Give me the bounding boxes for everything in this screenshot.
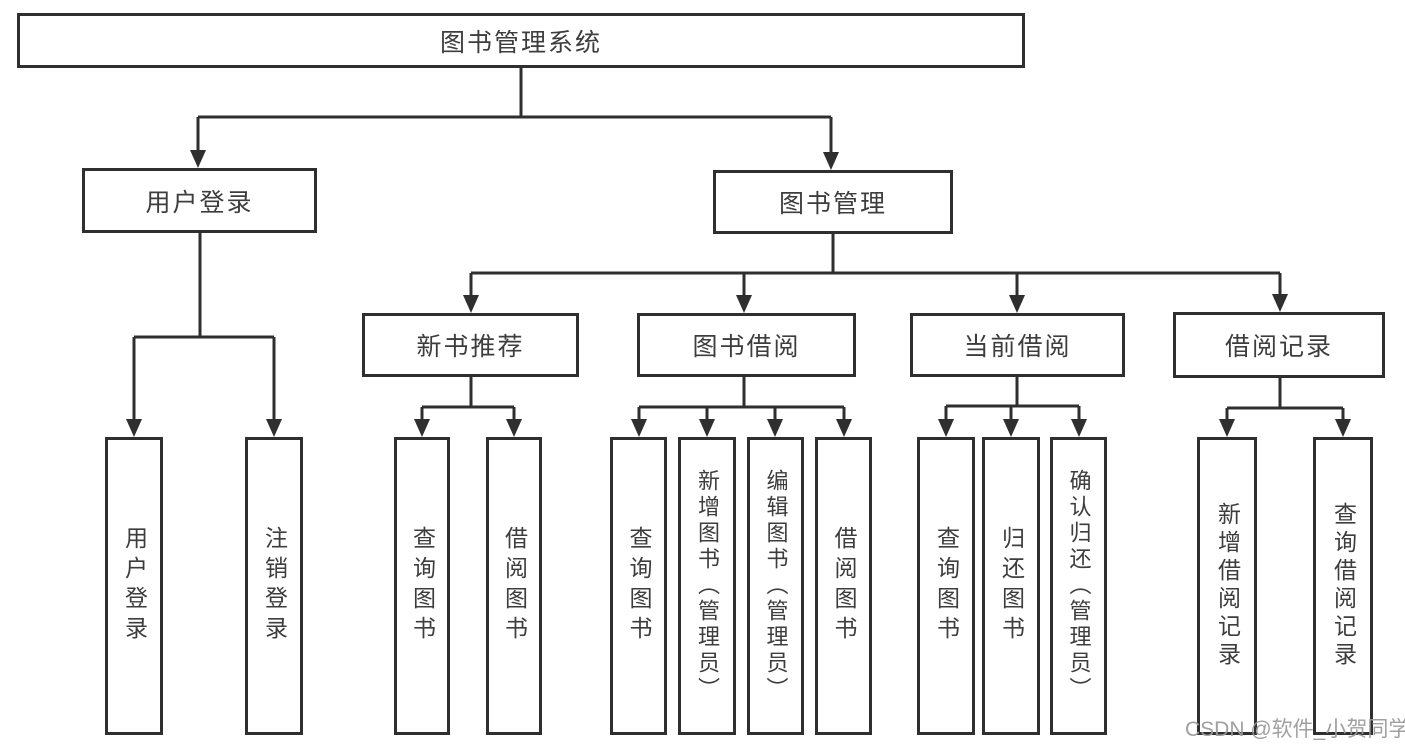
arrow-down-icon xyxy=(736,295,752,313)
arrow-down-icon xyxy=(266,419,282,437)
node-new-book-recommendation-label: 新书推荐 xyxy=(416,333,525,361)
arrow-down-icon xyxy=(126,419,142,437)
leaf-query-books-current: 查询图书 xyxy=(917,437,975,735)
leaf-add-books-admin: 新增图书（管理员） xyxy=(678,437,736,735)
leaf-logout-login-label: 注销登录 xyxy=(261,526,288,646)
leaf-add-borrow-record: 新增借阅记录 xyxy=(1197,437,1257,735)
node-book-borrowing-label: 图书借阅 xyxy=(692,333,801,361)
arrow-down-icon xyxy=(463,295,479,313)
arrow-down-icon xyxy=(699,419,715,437)
arrow-down-icon xyxy=(190,150,206,168)
arrow-down-icon xyxy=(1272,294,1288,312)
leaf-query-books-borrowing-label: 查询图书 xyxy=(626,526,652,646)
connector-borrowing-records xyxy=(1219,378,1351,437)
leaf-confirm-return-admin: 确认归还（管理员） xyxy=(1050,437,1107,735)
leaf-borrow-books-recommend-label: 借阅图书 xyxy=(501,526,528,646)
leaf-return-books-label: 归还图书 xyxy=(998,526,1025,646)
node-user-login: 用户登录 xyxy=(82,168,317,233)
leaf-borrow-books-borrowing: 借阅图书 xyxy=(815,437,872,735)
node-library-management-system-label: 图书管理系统 xyxy=(439,28,602,57)
connector-user-login xyxy=(126,233,282,437)
arrow-down-icon xyxy=(506,419,522,437)
connector-root xyxy=(190,68,839,170)
arrow-down-icon xyxy=(414,419,430,437)
arrow-down-icon xyxy=(823,152,839,170)
leaf-query-books-borrowing: 查询图书 xyxy=(610,437,667,735)
leaf-query-borrow-record-label: 查询借阅记录 xyxy=(1330,502,1357,670)
watermark-text: CSDN @软件_小贺同学 xyxy=(1185,718,1405,741)
node-user-login-label: 用户登录 xyxy=(145,188,254,217)
arrow-down-icon xyxy=(1009,295,1025,313)
connector-current-borrowing xyxy=(938,377,1087,437)
node-borrowing-records-label: 借阅记录 xyxy=(1224,333,1333,361)
arrow-down-icon xyxy=(1071,419,1087,437)
leaf-return-books: 归还图书 xyxy=(982,437,1040,735)
leaf-query-borrow-record: 查询借阅记录 xyxy=(1313,437,1373,735)
node-current-borrowing: 当前借阅 xyxy=(910,313,1125,377)
connector-new-book-recommendation xyxy=(414,377,522,437)
leaf-query-books-recommend: 查询图书 xyxy=(394,437,450,735)
leaf-add-books-admin-label: 新增图书（管理员） xyxy=(695,469,720,703)
leaf-query-books-recommend-label: 查询图书 xyxy=(409,526,436,646)
leaf-edit-books-admin-label: 编辑图书（管理员） xyxy=(763,469,789,703)
node-library-management-system: 图书管理系统 xyxy=(17,13,1025,68)
leaf-borrow-books-recommend: 借阅图书 xyxy=(486,437,542,735)
leaf-borrow-books-borrowing-label: 借阅图书 xyxy=(831,526,857,646)
arrow-down-icon xyxy=(938,419,954,437)
arrow-down-icon xyxy=(1003,419,1019,437)
node-book-borrowing: 图书借阅 xyxy=(637,313,856,377)
leaf-confirm-return-admin-label: 确认归还（管理员） xyxy=(1066,469,1092,703)
arrow-down-icon xyxy=(836,419,852,437)
leaf-user-login: 用户登录 xyxy=(105,437,163,735)
arrow-down-icon xyxy=(1219,419,1235,437)
connector-book-management xyxy=(463,234,1288,313)
leaf-add-borrow-record-label: 新增借阅记录 xyxy=(1214,502,1241,670)
node-book-management: 图书管理 xyxy=(713,170,953,234)
node-new-book-recommendation: 新书推荐 xyxy=(362,313,579,377)
leaf-edit-books-admin: 编辑图书（管理员） xyxy=(747,437,804,735)
arrow-down-icon xyxy=(767,419,783,437)
leaf-query-books-current-label: 查询图书 xyxy=(933,526,960,646)
connector-book-borrowing xyxy=(631,377,852,437)
arrow-down-icon xyxy=(631,419,647,437)
leaf-user-login-label: 用户登录 xyxy=(121,526,148,646)
node-current-borrowing-label: 当前借阅 xyxy=(963,333,1072,361)
node-borrowing-records: 借阅记录 xyxy=(1173,312,1385,378)
arrow-down-icon xyxy=(1335,419,1351,437)
node-book-management-label: 图书管理 xyxy=(778,190,887,218)
leaf-logout-login: 注销登录 xyxy=(245,437,303,735)
